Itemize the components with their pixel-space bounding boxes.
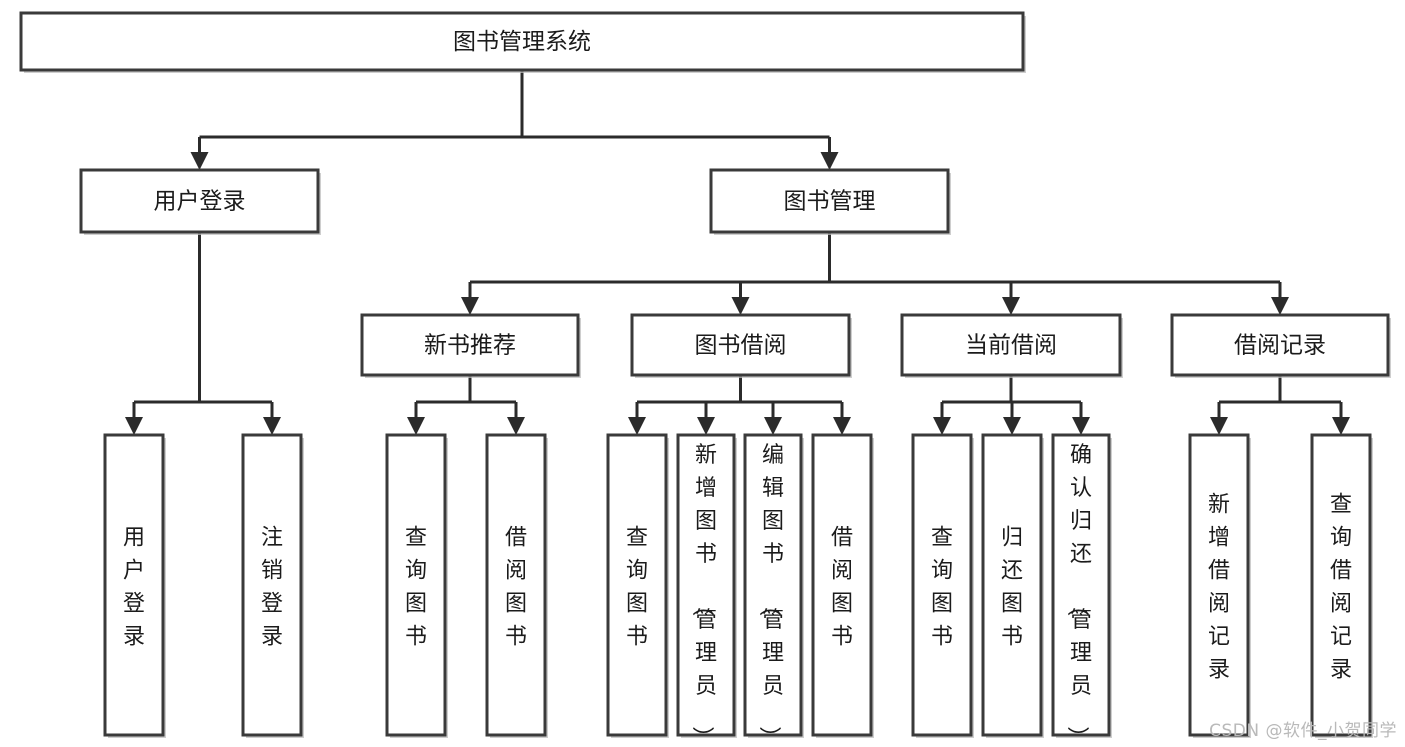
node-label: 查询借阅记录 xyxy=(1330,493,1352,683)
node-book-borrow[interactable]: 图书借阅 xyxy=(630,313,852,378)
node-rect[interactable] xyxy=(360,313,580,377)
node-leaf-query-book-3[interactable]: 查询图书 xyxy=(911,433,974,738)
node-label: 编辑图书（管理员） xyxy=(756,443,784,747)
watermark-text: CSDN @软件_小贺同学 xyxy=(1209,721,1397,741)
node-leaf-query-record[interactable]: 查询借阅记录 xyxy=(1310,433,1373,738)
node-rect[interactable] xyxy=(981,433,1043,737)
node-layer: 图书管理系统用户登录图书管理新书推荐图书借阅当前借阅借阅记录用户登录注销登录查询… xyxy=(19,11,1391,747)
node-user-login[interactable]: 用户登录 xyxy=(79,168,321,235)
node-rect[interactable] xyxy=(103,433,165,737)
node-label: 图书管理 xyxy=(784,189,876,215)
node-leaf-user-login[interactable]: 用户登录 xyxy=(103,433,166,738)
node-rect[interactable] xyxy=(743,433,803,737)
node-label: 借阅记录 xyxy=(1234,333,1326,359)
connector-layer xyxy=(125,70,1350,435)
node-label: 归还图书 xyxy=(1001,526,1023,650)
node-book-manage[interactable]: 图书管理 xyxy=(709,168,951,235)
node-leaf-confirm-return[interactable]: 确认归还（管理员） xyxy=(1051,433,1112,747)
node-rect[interactable] xyxy=(79,168,320,234)
node-rect[interactable] xyxy=(630,313,851,377)
node-label: 用户登录 xyxy=(154,189,246,215)
node-label: 新增图书（管理员） xyxy=(689,443,717,747)
node-leaf-return-book[interactable]: 归还图书 xyxy=(981,433,1044,738)
node-rect[interactable] xyxy=(385,433,447,737)
node-rect[interactable] xyxy=(241,433,303,737)
node-leaf-borrow-book-2[interactable]: 借阅图书 xyxy=(811,433,874,738)
node-label: 当前借阅 xyxy=(965,333,1057,359)
node-rect[interactable] xyxy=(485,433,547,737)
node-leaf-logout[interactable]: 注销登录 xyxy=(241,433,304,738)
node-rect[interactable] xyxy=(676,433,736,737)
node-rect[interactable] xyxy=(606,433,668,737)
node-leaf-query-book-1[interactable]: 查询图书 xyxy=(385,433,448,738)
node-label: 图书借阅 xyxy=(695,333,787,359)
node-rect[interactable] xyxy=(911,433,973,737)
node-leaf-add-book[interactable]: 新增图书（管理员） xyxy=(676,433,737,747)
node-current-borrow[interactable]: 当前借阅 xyxy=(900,313,1123,378)
node-rect[interactable] xyxy=(1188,433,1250,737)
node-leaf-add-record[interactable]: 新增借阅记录 xyxy=(1188,433,1251,738)
node-rect[interactable] xyxy=(1051,433,1111,737)
node-label: 确认归还（管理员） xyxy=(1064,443,1092,747)
node-label: 图书管理系统 xyxy=(453,29,591,55)
node-label: 用户登录 xyxy=(123,526,145,650)
node-rect[interactable] xyxy=(1310,433,1372,737)
node-borrow-record[interactable]: 借阅记录 xyxy=(1170,313,1391,378)
node-label: 查询图书 xyxy=(931,526,953,650)
node-rect[interactable] xyxy=(19,11,1025,72)
node-new-book-recommend[interactable]: 新书推荐 xyxy=(360,313,581,378)
node-label: 查询图书 xyxy=(626,526,648,650)
node-label: 借阅图书 xyxy=(505,526,527,650)
node-leaf-borrow-book-1[interactable]: 借阅图书 xyxy=(485,433,548,738)
node-rect[interactable] xyxy=(811,433,873,737)
node-rect[interactable] xyxy=(709,168,950,234)
node-root[interactable]: 图书管理系统 xyxy=(19,11,1026,73)
node-rect[interactable] xyxy=(900,313,1122,377)
node-leaf-query-book-2[interactable]: 查询图书 xyxy=(606,433,669,738)
node-leaf-edit-book[interactable]: 编辑图书（管理员） xyxy=(743,433,804,747)
node-label: 新增借阅记录 xyxy=(1208,493,1230,683)
node-label: 借阅图书 xyxy=(831,526,853,650)
node-rect[interactable] xyxy=(1170,313,1390,377)
node-label: 注销登录 xyxy=(261,526,283,650)
node-label: 查询图书 xyxy=(405,526,427,650)
node-label: 新书推荐 xyxy=(424,333,516,359)
